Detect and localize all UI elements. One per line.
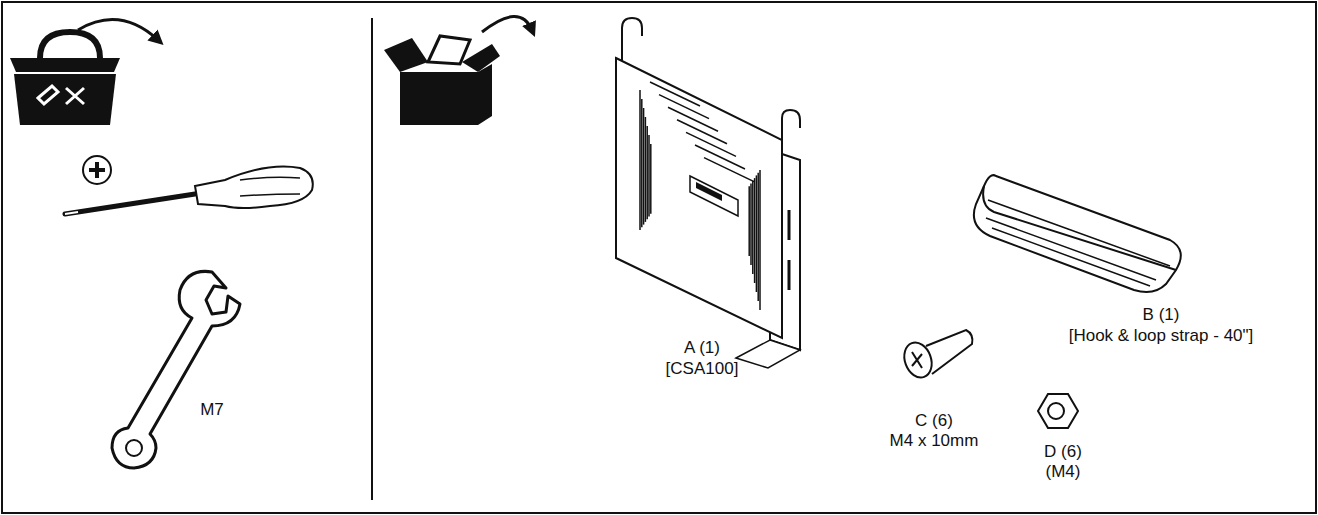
slot: [754, 178, 756, 283]
slot: [645, 117, 647, 222]
slot: [757, 173, 759, 301]
slot: [641, 99, 643, 227]
part-letter: B (1): [1143, 305, 1180, 325]
slot: [704, 158, 754, 182]
slot: [748, 186, 750, 256]
slot: [750, 184, 752, 266]
slot: [650, 144, 652, 214]
slot: [752, 181, 754, 274]
slot: [756, 175, 758, 292]
toolbox-icon: [10, 20, 158, 125]
divider: [371, 18, 373, 500]
mounting-bracket: [616, 18, 800, 368]
part-description: [Hook & loop strap - 40"]: [1069, 326, 1254, 346]
part-letter: D (6): [1044, 442, 1082, 462]
part-size: M4 x 10mm: [890, 431, 979, 451]
slot: [648, 135, 650, 217]
part-letter: C (6): [915, 411, 953, 431]
screwdriver: [65, 156, 313, 214]
slot: [646, 126, 648, 219]
open-box-icon: [384, 16, 532, 125]
slot: [759, 170, 761, 310]
hex-nut: [1038, 394, 1078, 428]
part-size: (M4): [1046, 462, 1081, 482]
slot: [639, 90, 641, 230]
machine-screw: [900, 330, 973, 381]
tool-size: M7: [200, 400, 224, 420]
part-letter: A (1): [684, 338, 720, 358]
slot: [643, 108, 645, 225]
wrench: [112, 271, 240, 468]
part-model: [CSA100]: [666, 359, 739, 379]
hook-loop-strap: [974, 175, 1181, 292]
